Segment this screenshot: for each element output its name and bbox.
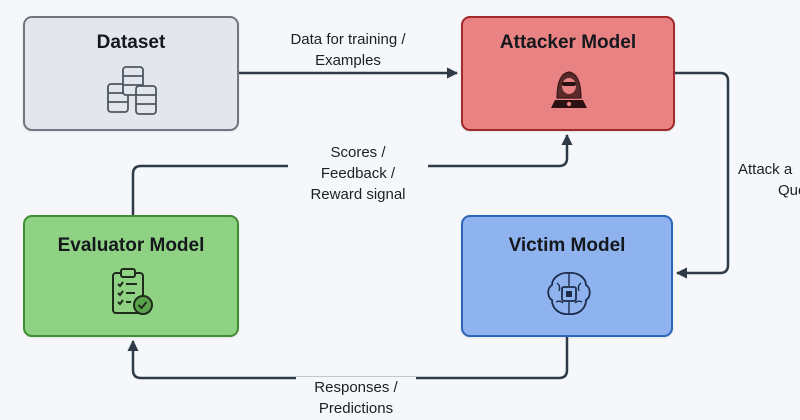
- attacker-model-node: Attacker Model: [461, 16, 675, 131]
- dataset-node: Dataset: [23, 16, 239, 131]
- arrow-attacker-to-victim: [675, 71, 730, 279]
- database-icon: [107, 66, 157, 115]
- clipboard-check-icon: [112, 268, 153, 315]
- edge-label-attack-queries: Attack a Que: [738, 161, 800, 199]
- edge-label-responses-predictions: Responses / Predictions: [296, 377, 416, 419]
- edge-label-data-for-training: Data for training / Examples: [290, 31, 406, 69]
- victim-title: Victim Model: [508, 235, 626, 256]
- evaluator-title: Evaluator Model: [57, 235, 205, 256]
- attacker-title: Attacker Model: [499, 32, 637, 53]
- brain-chip-icon: [547, 272, 591, 315]
- hacker-laptop-icon: [551, 71, 587, 108]
- dataset-title: Dataset: [96, 32, 166, 53]
- edge-label-scores-feedback: Scores / Feedback / Reward signal: [288, 142, 428, 205]
- victim-model-node: Victim Model: [461, 215, 673, 337]
- evaluator-model-node: Evaluator Model: [23, 215, 239, 337]
- arrow-victim-to-evaluator: [127, 337, 569, 380]
